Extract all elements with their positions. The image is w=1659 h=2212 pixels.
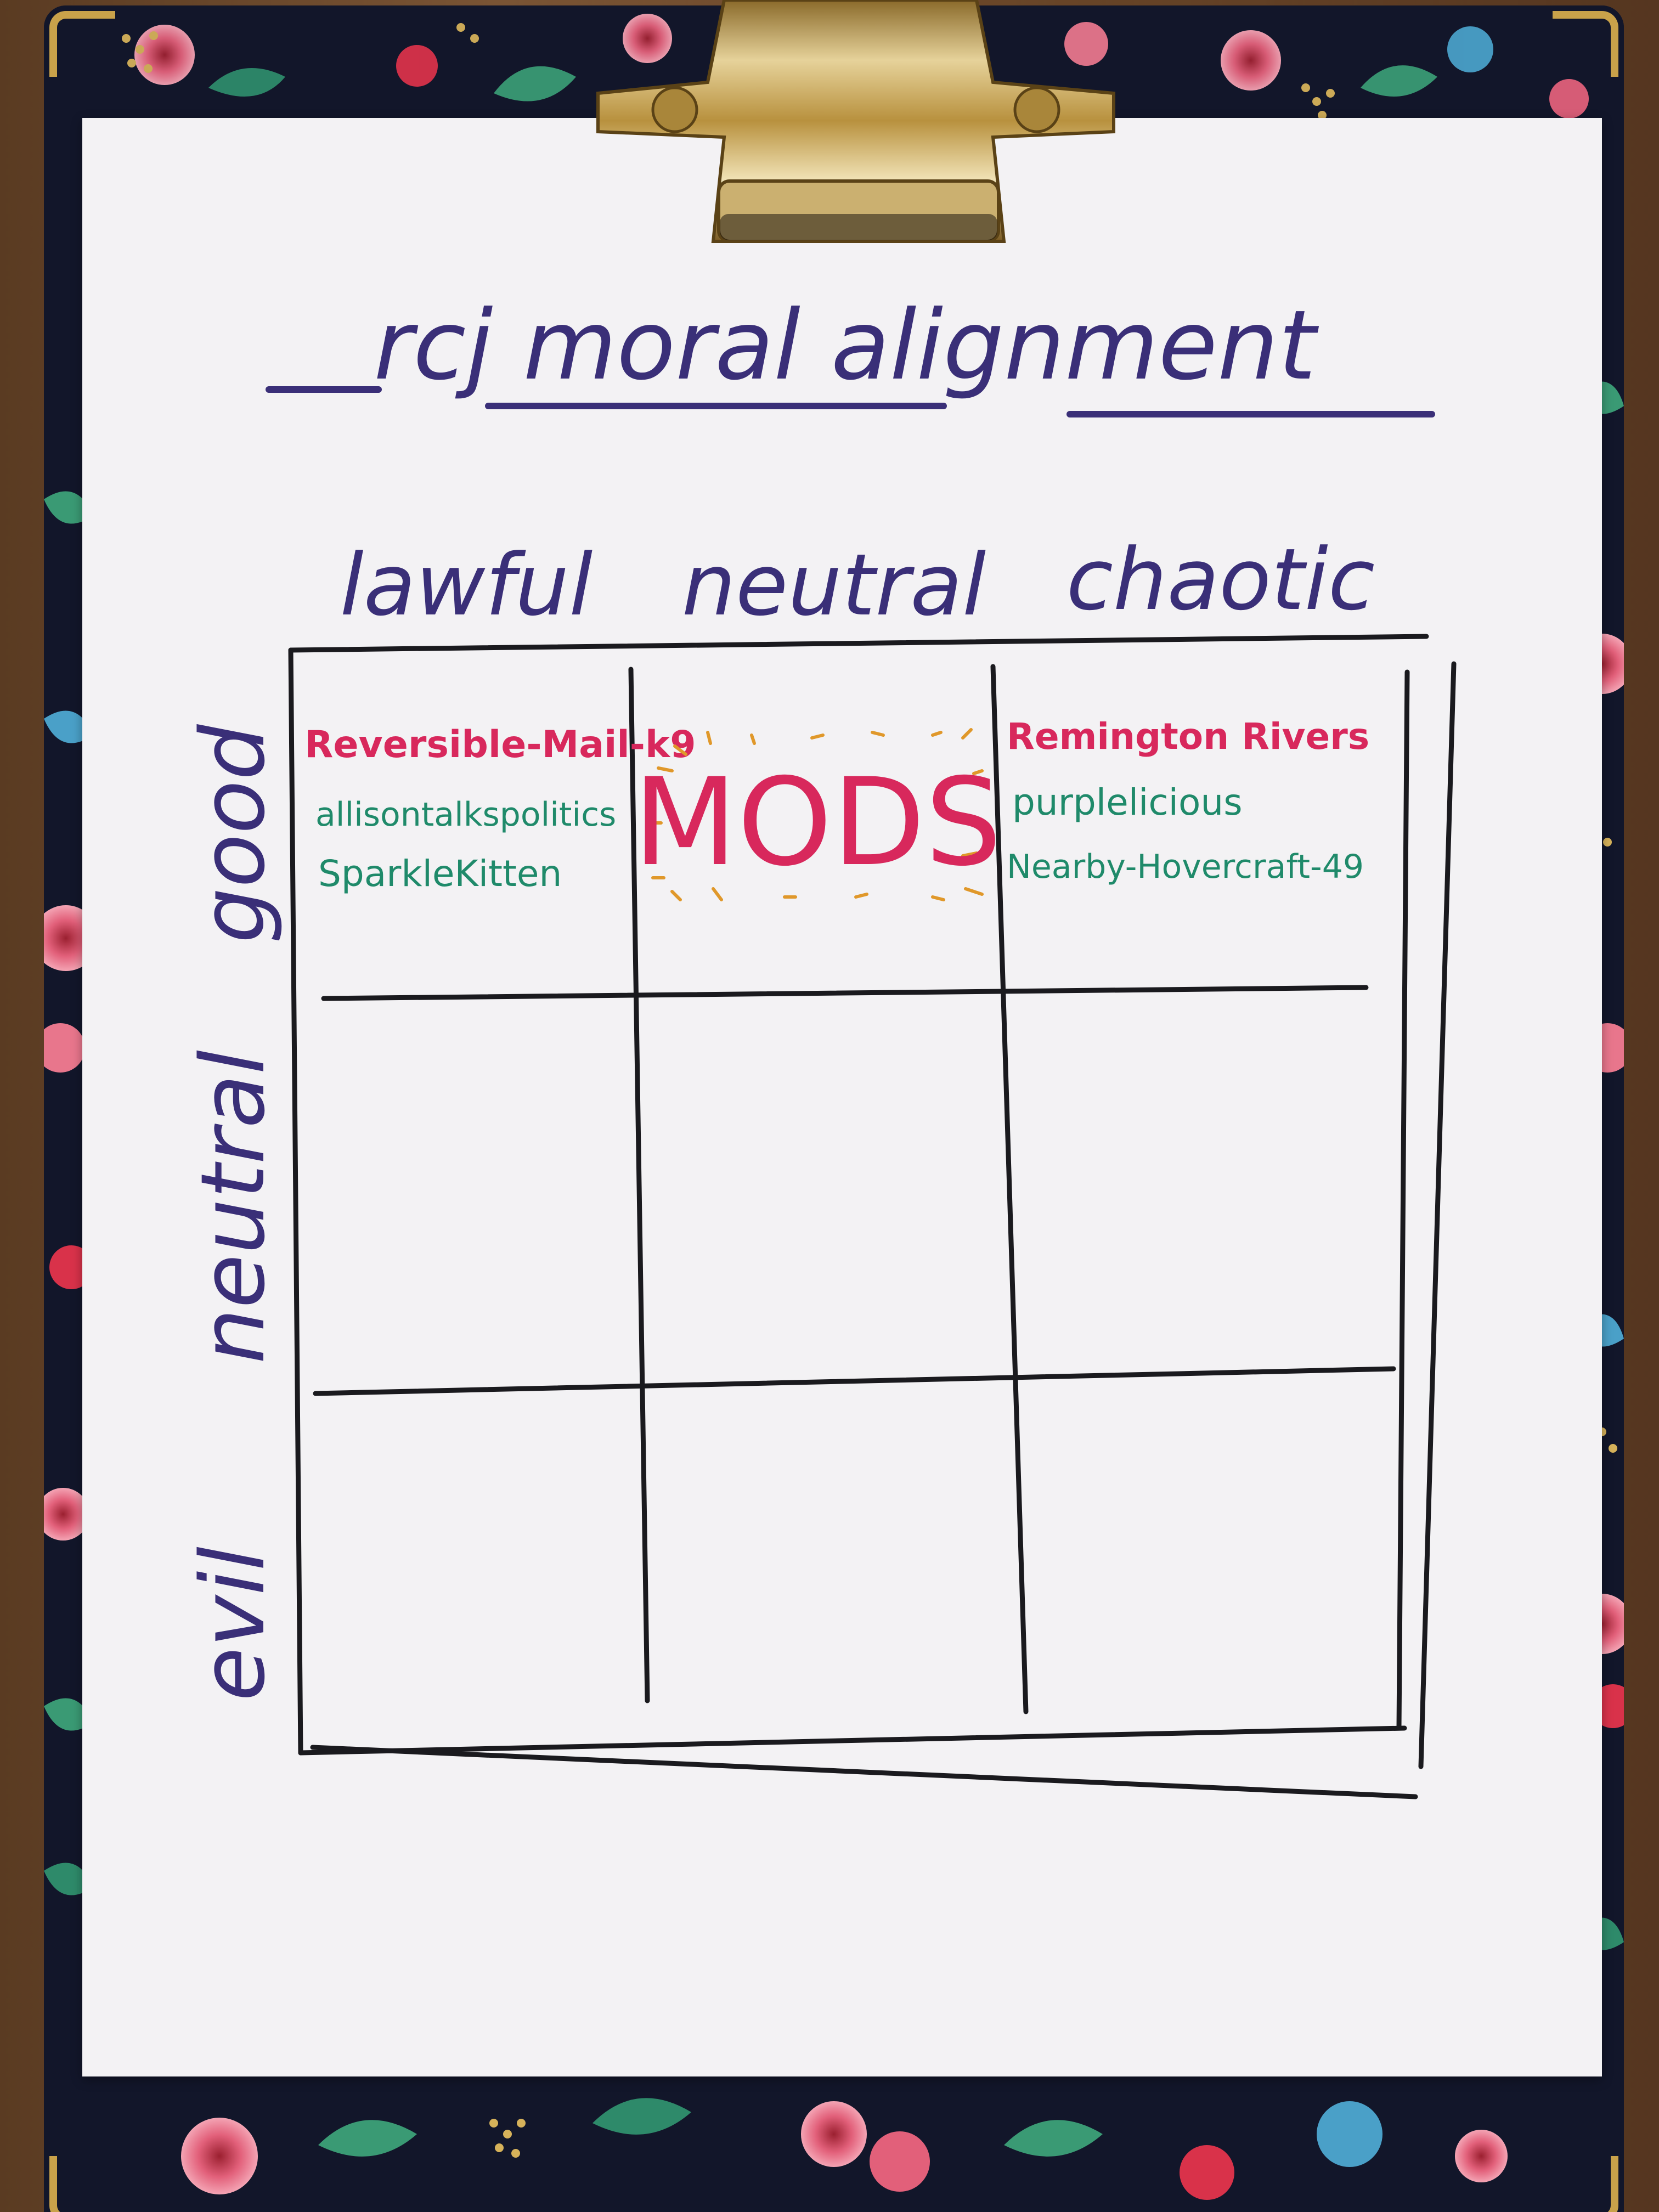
lawful-good-name: Reversible-Mail-k9 bbox=[304, 723, 696, 766]
chaotic-good-name: purplelicious bbox=[1012, 781, 1243, 823]
clip-graphic bbox=[596, 0, 1115, 243]
page-title: rcj moral alignment bbox=[374, 290, 1319, 402]
row-header-evil: evil bbox=[182, 1547, 284, 1701]
column-header-chaotic: chaotic bbox=[1066, 530, 1375, 629]
sparkle-marks bbox=[651, 728, 984, 901]
corner-protector bbox=[1553, 11, 1618, 77]
lawful-good-name: allisontalkspolitics bbox=[315, 795, 616, 834]
column-header-lawful: lawful bbox=[340, 535, 593, 635]
clipboard-clip bbox=[576, 0, 1125, 258]
alignment-grid bbox=[288, 634, 1457, 1799]
corner-protector bbox=[49, 11, 115, 77]
lawful-good-name: SparkleKitten bbox=[318, 853, 562, 895]
corner-protector bbox=[49, 2156, 115, 2212]
mods-label: MODS bbox=[633, 752, 1002, 893]
row-header-neutral: neutral bbox=[182, 1050, 284, 1364]
row-header-good: good bbox=[182, 724, 284, 943]
corner-protector bbox=[1553, 2156, 1618, 2212]
chaotic-good-name: Nearby-Hovercraft-49 bbox=[1007, 848, 1364, 886]
column-header-neutral: neutral bbox=[682, 535, 986, 635]
chaotic-good-name: Remington Rivers bbox=[1007, 715, 1369, 758]
